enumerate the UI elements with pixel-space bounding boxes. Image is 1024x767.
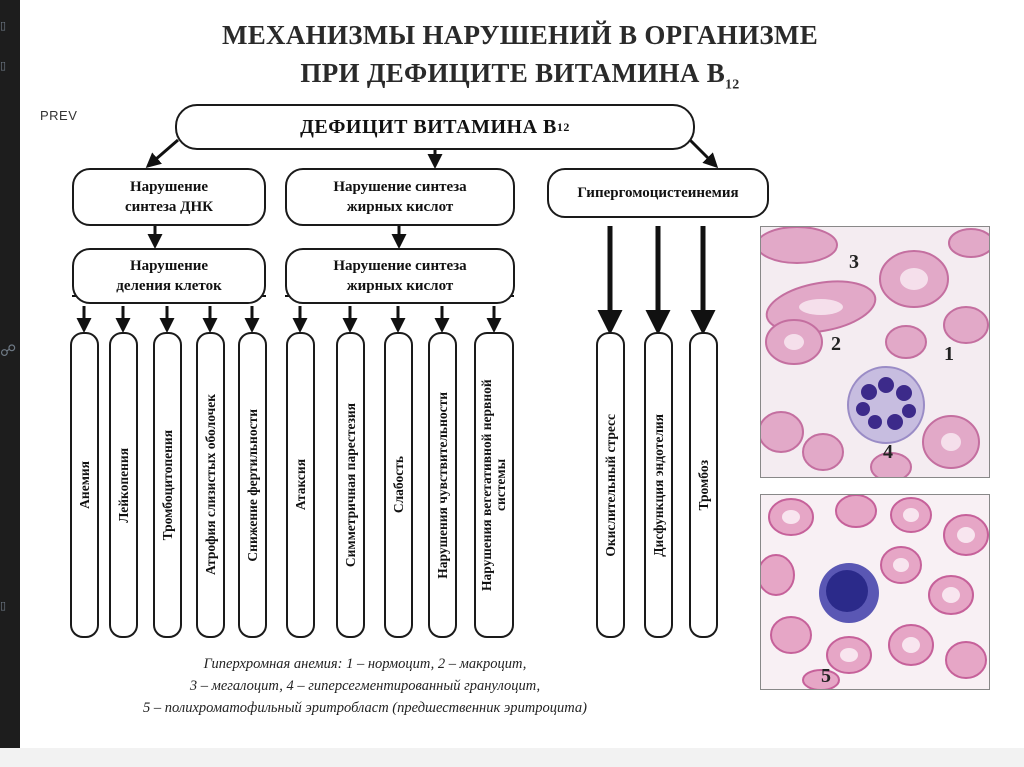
cell-label-5: 5 — [821, 665, 831, 688]
outcome-sensitivity: Нарушения чувствительности — [428, 332, 457, 638]
outcome-thrombosis: Тромбоз — [689, 332, 718, 638]
outcome-autonomic-nervous-system: Нарушения вегетативной нервной системы — [474, 332, 514, 638]
bottom-bar — [0, 748, 1024, 767]
node-fatty-acid-synthesis-2: Нарушение синтеза жирных кислот — [285, 248, 515, 304]
figure-caption: Гиперхромная анемия: 1 – нормоцит, 2 – м… — [100, 653, 630, 719]
cell-label-2: 2 — [831, 333, 841, 356]
outcome-leukopenia: Лейкопения — [109, 332, 138, 638]
outcome-oxidative-stress: Окислительный стресс — [596, 332, 625, 638]
outcome-paresthesia: Симметричная парестезия — [336, 332, 365, 638]
outcome-ataxia: Атаксия — [286, 332, 315, 638]
node-hyperhomocysteinemia: Гипергомоцистеинемия — [547, 168, 769, 218]
cell-label-3: 3 — [849, 251, 859, 274]
outcome-anemia: Анемия — [70, 332, 99, 638]
node-fatty-acid-synthesis: Нарушение синтеза жирных кислот — [285, 168, 515, 226]
outcome-mucosa-atrophy: Атрофия слизистых оболочек — [196, 332, 225, 638]
outcome-endothelial-dysfunction: Дисфункция эндотелия — [644, 332, 673, 638]
blood-smear-photo-1: 3 2 1 4 — [760, 226, 990, 478]
cell-label-1: 1 — [944, 343, 954, 366]
outcome-weakness: Слабость — [384, 332, 413, 638]
node-cell-division: Нарушение деления клеток — [72, 248, 266, 304]
cell-label-4: 4 — [883, 441, 893, 464]
node-dna-synthesis: Нарушение синтеза ДНК — [72, 168, 266, 226]
outcome-thrombocytopenia: Тромбоцитопения — [153, 332, 182, 638]
arrow-root-dna — [148, 140, 178, 166]
blood-smear-photo-2: 5 — [760, 494, 990, 690]
arrow-root-homo — [690, 140, 716, 166]
outcome-reduced-fertility: Снижение фертильности — [238, 332, 267, 638]
